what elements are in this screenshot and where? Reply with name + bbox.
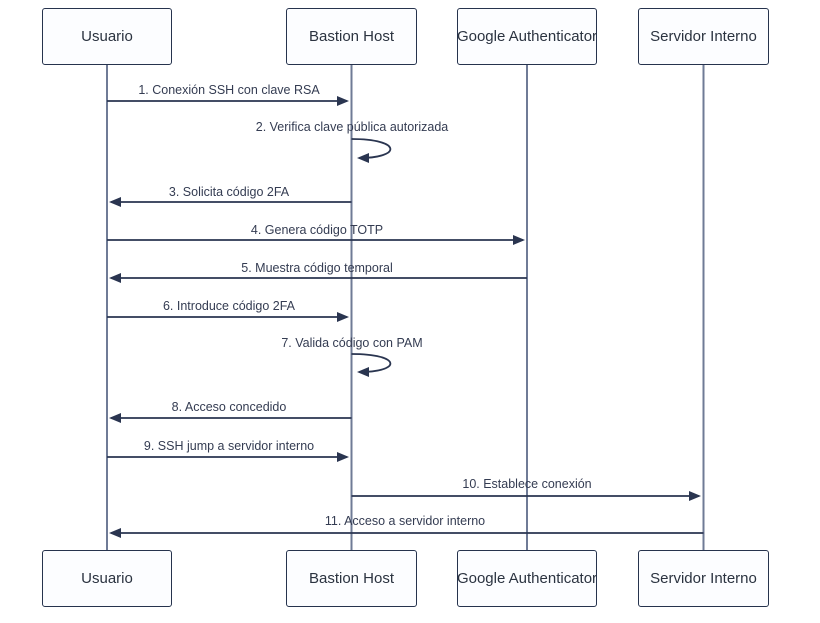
actor-bastion-host-bottom: Bastion Host [286, 550, 417, 607]
message-9-label: 9. SSH jump a servidor interno [143, 439, 315, 453]
actor-usuario-bottom: Usuario [42, 550, 172, 607]
actor-usuario-top: Usuario [42, 8, 172, 65]
actor-servidor-interno-bottom: Servidor Interno [638, 550, 769, 607]
message-7-label: 7. Valida código con PAM [281, 336, 423, 350]
message-7-selfloop [351, 353, 392, 377]
message-6-label: 6. Introduce código 2FA [162, 299, 296, 313]
message-11-label: 11. Acceso a servidor interno [324, 514, 486, 528]
actor-bastion-host-top: Bastion Host [286, 8, 417, 65]
actor-google-authenticator-bottom: Google Authenticator [457, 550, 597, 607]
message-5-label: 5. Muestra código temporal [241, 261, 393, 275]
message-1-label: 1. Conexión SSH con clave RSA [138, 83, 320, 97]
message-2-selfloop [351, 138, 392, 163]
message-3-label: 3. Solicita código 2FA [168, 185, 290, 199]
message-8-label: 8. Acceso concedido [171, 400, 287, 414]
actor-servidor-interno-top: Servidor Interno [638, 8, 769, 65]
message-4-label: 4. Genera código TOTP [250, 223, 384, 237]
message-2-label: 2. Verifica clave pública autorizada [255, 120, 449, 134]
message-10-label: 10. Establece conexión [462, 477, 592, 491]
actor-google-authenticator-top: Google Authenticator [457, 8, 597, 65]
